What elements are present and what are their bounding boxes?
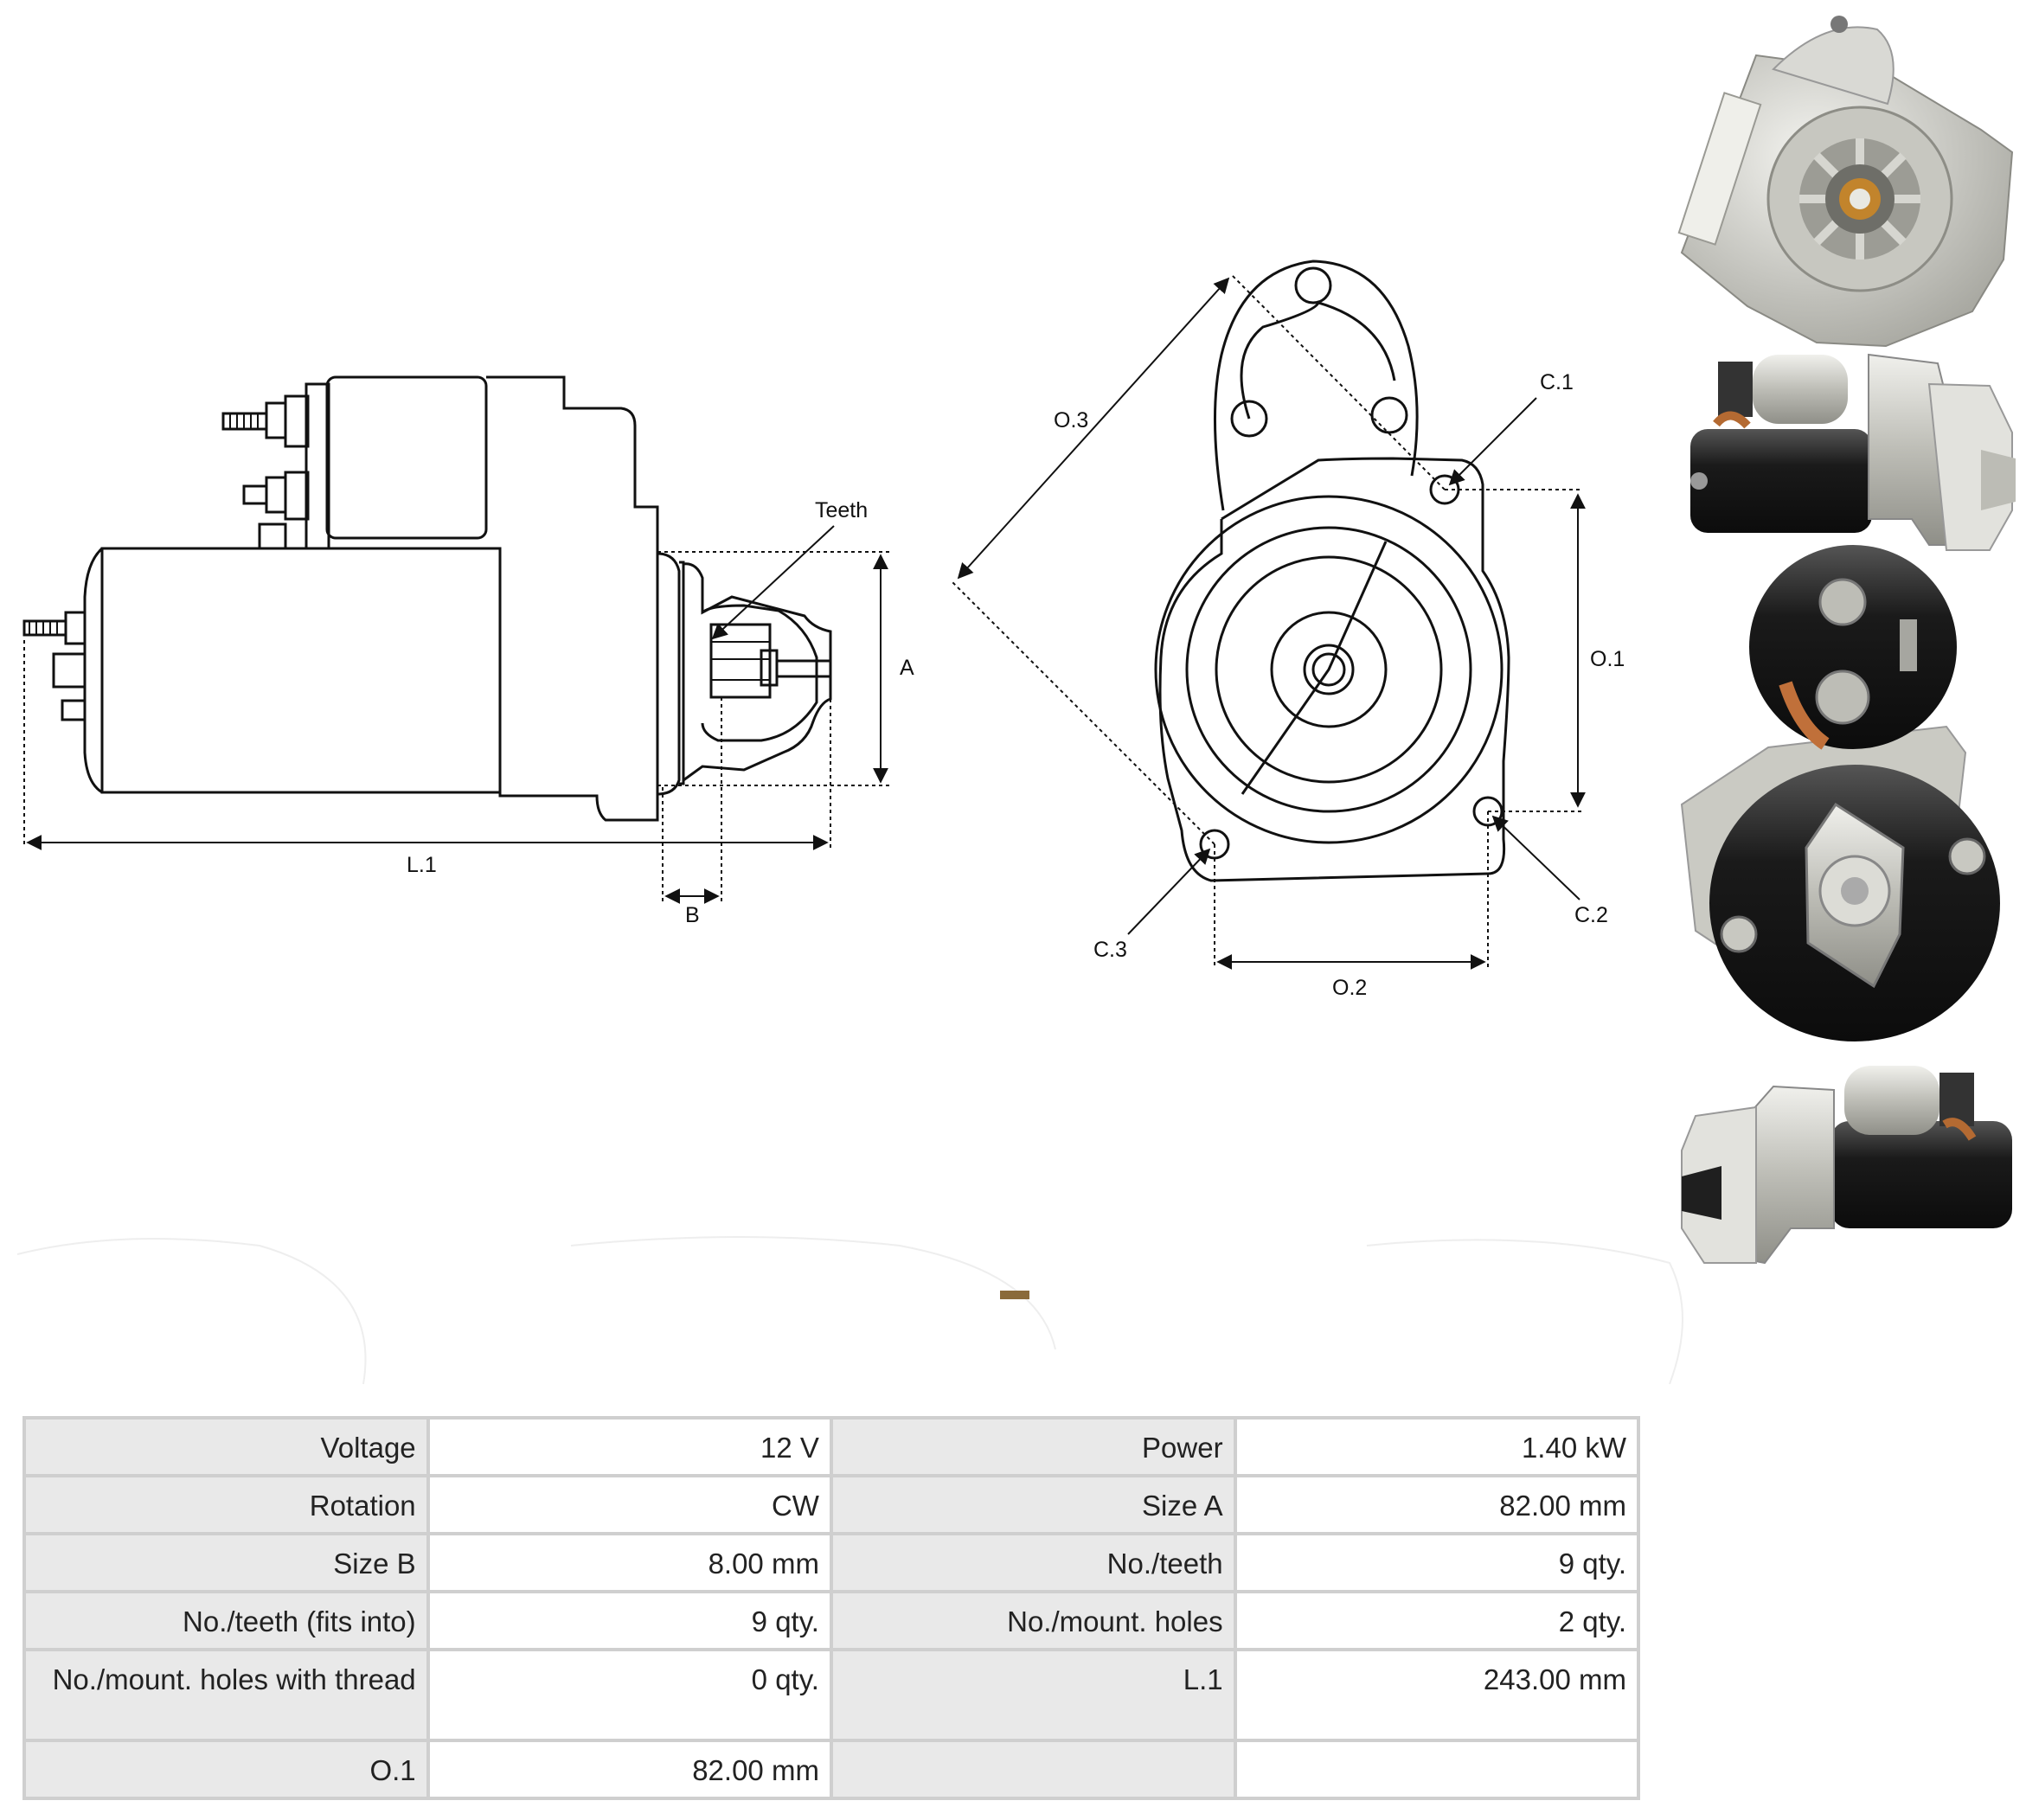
spec-value: 9 qty.	[1233, 1532, 1641, 1593]
spec-key: Power	[829, 1416, 1237, 1477]
label-c3: C.3	[1093, 938, 1127, 962]
label-o3: O.3	[1054, 408, 1088, 433]
spec-key: No./teeth (fits into)	[22, 1590, 430, 1651]
motor-end-cap	[83, 547, 104, 794]
label-o1: O.1	[1590, 647, 1625, 671]
spec-key: No./teeth	[829, 1532, 1237, 1593]
rear-terminal-bolt	[22, 619, 67, 637]
spec-key: Rotation	[22, 1474, 430, 1535]
label-l1: L.1	[407, 853, 437, 877]
spec-value	[1233, 1739, 1641, 1800]
table-row: Voltage 12 V Power 1.40 kW	[22, 1416, 1641, 1477]
front-view	[951, 260, 1586, 970]
scan-artifacts	[16, 1236, 1683, 1385]
spec-key: No./mount. holes	[829, 1590, 1237, 1651]
artifact-mark	[1000, 1291, 1029, 1299]
spec-key	[829, 1739, 1237, 1800]
product-photo-side	[1690, 353, 2016, 551]
product-photo-side-mirrored	[1681, 1066, 2012, 1265]
spec-key: O.1	[22, 1739, 430, 1800]
spec-value: 2 qty.	[1233, 1590, 1641, 1651]
spec-value: CW	[426, 1474, 833, 1535]
spec-value: 0 qty.	[426, 1648, 833, 1742]
motor-body	[100, 547, 502, 794]
side-view	[22, 375, 889, 905]
label-b: B	[685, 903, 700, 927]
label-c2: C.2	[1574, 903, 1608, 927]
drive-housing	[486, 375, 659, 822]
shaft-bore	[1303, 644, 1355, 695]
solenoid	[325, 375, 488, 540]
spec-value: 243.00 mm	[1233, 1648, 1641, 1742]
top-mounting-ear	[1214, 260, 1419, 511]
table-row: No./mount. holes with thread 0 qty. L.1 …	[22, 1648, 1641, 1742]
spec-value: 8.00 mm	[426, 1532, 833, 1593]
table-row: Rotation CW Size A 82.00 mm	[22, 1474, 1641, 1535]
spec-value: 9 qty.	[426, 1590, 833, 1651]
label-a: A	[900, 656, 914, 680]
mounting-flange	[1158, 457, 1510, 882]
spec-key: No./mount. holes with thread	[22, 1648, 430, 1742]
nose-outer-ring	[1154, 495, 1503, 844]
pinion	[709, 623, 772, 699]
spec-value: 82.00 mm	[426, 1739, 833, 1800]
label-c1: C.1	[1540, 370, 1574, 394]
spec-key: L.1	[829, 1648, 1237, 1742]
spec-table: Voltage 12 V Power 1.40 kW Rotation CW S…	[22, 1416, 1641, 1800]
spec-value: 82.00 mm	[1233, 1474, 1641, 1535]
spec-value: 1.40 kW	[1233, 1416, 1641, 1477]
table-row: No./teeth (fits into) 9 qty. No./mount. …	[22, 1590, 1641, 1651]
product-photo-rear	[1680, 545, 2000, 1041]
table-row: O.1 82.00 mm	[22, 1739, 1641, 1800]
product-photo-front	[1677, 16, 2014, 348]
table-row: Size B 8.00 mm No./teeth 9 qty.	[22, 1532, 1641, 1593]
rear-terminal-nut	[52, 652, 87, 689]
spec-key: Size B	[22, 1532, 430, 1593]
label-teeth: Teeth	[815, 498, 868, 522]
spec-key: Size A	[829, 1474, 1237, 1535]
spec-value: 12 V	[426, 1416, 833, 1477]
spec-key: Voltage	[22, 1416, 430, 1477]
label-o2: O.2	[1332, 976, 1367, 1000]
solenoid-terminal-bottom	[242, 484, 268, 505]
